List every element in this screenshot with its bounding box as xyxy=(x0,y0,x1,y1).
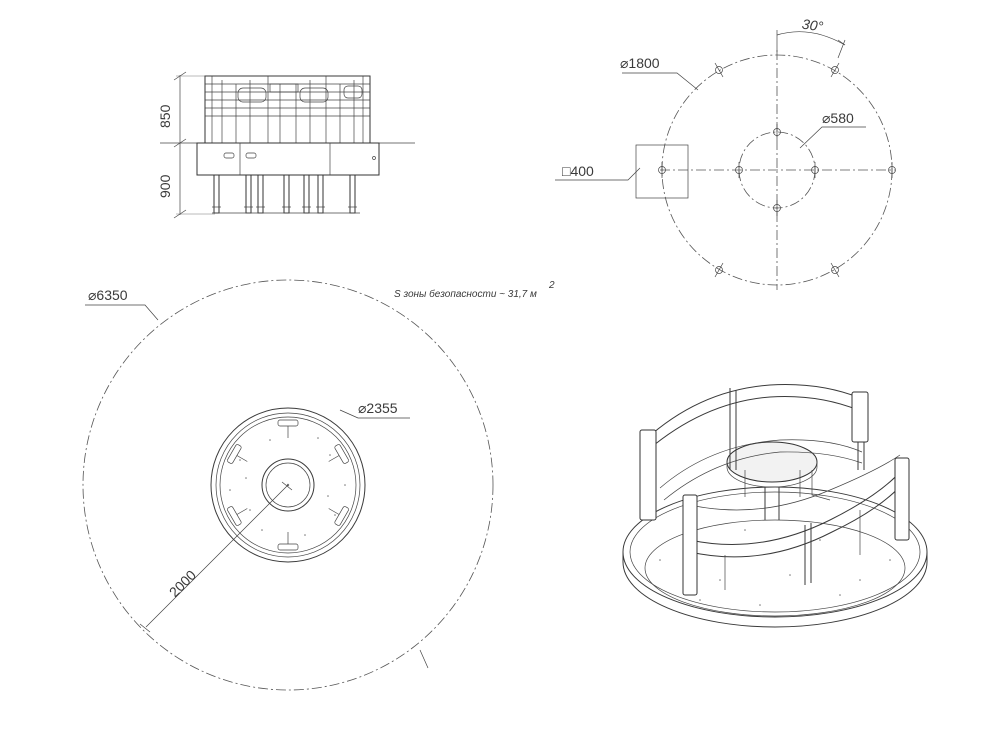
iso-texture xyxy=(659,529,891,606)
dim-angle-label: 30° xyxy=(801,16,825,35)
radius-dimension-line xyxy=(145,484,289,628)
carousel-superstructure xyxy=(204,75,371,144)
foundation-plan-view: ⌀1800 □400 ⌀580 30° xyxy=(555,16,896,290)
dim-400-label: □400 xyxy=(562,163,594,179)
safety-area-note: S зоны безопасности ~ 31,7 м xyxy=(394,288,537,300)
dim-900-label: 900 xyxy=(157,174,173,198)
dim-1800-label: ⌀1800 xyxy=(620,55,660,71)
dim-850-label: 850 xyxy=(157,104,173,128)
dim-580-label: ⌀580 xyxy=(822,110,854,126)
base-plate xyxy=(196,142,380,176)
side-elevation-view: 850 900 xyxy=(157,71,415,219)
carousel-platform-top xyxy=(210,407,366,563)
safety-zone-circle xyxy=(82,279,494,691)
square-footing-400 xyxy=(635,144,689,199)
iso-center-table xyxy=(726,441,818,520)
safety-area-unit-sup: 2 xyxy=(548,280,555,291)
top-view-safety-zone: ⌀6350 S зоны безопасности ~ 31,7 м 2 xyxy=(82,279,555,691)
isometric-view xyxy=(622,384,928,628)
seat-markers xyxy=(227,419,349,551)
platform-texture xyxy=(229,437,346,536)
dim-2355-label: ⌀2355 xyxy=(358,400,398,416)
iso-back-rail xyxy=(639,384,869,521)
dim-6350-label: ⌀6350 xyxy=(88,287,128,303)
iso-front-rail xyxy=(682,454,910,596)
dim-2000-label: 2000 xyxy=(166,567,199,600)
anchor-points xyxy=(658,62,896,278)
foundation-posts xyxy=(212,174,360,214)
